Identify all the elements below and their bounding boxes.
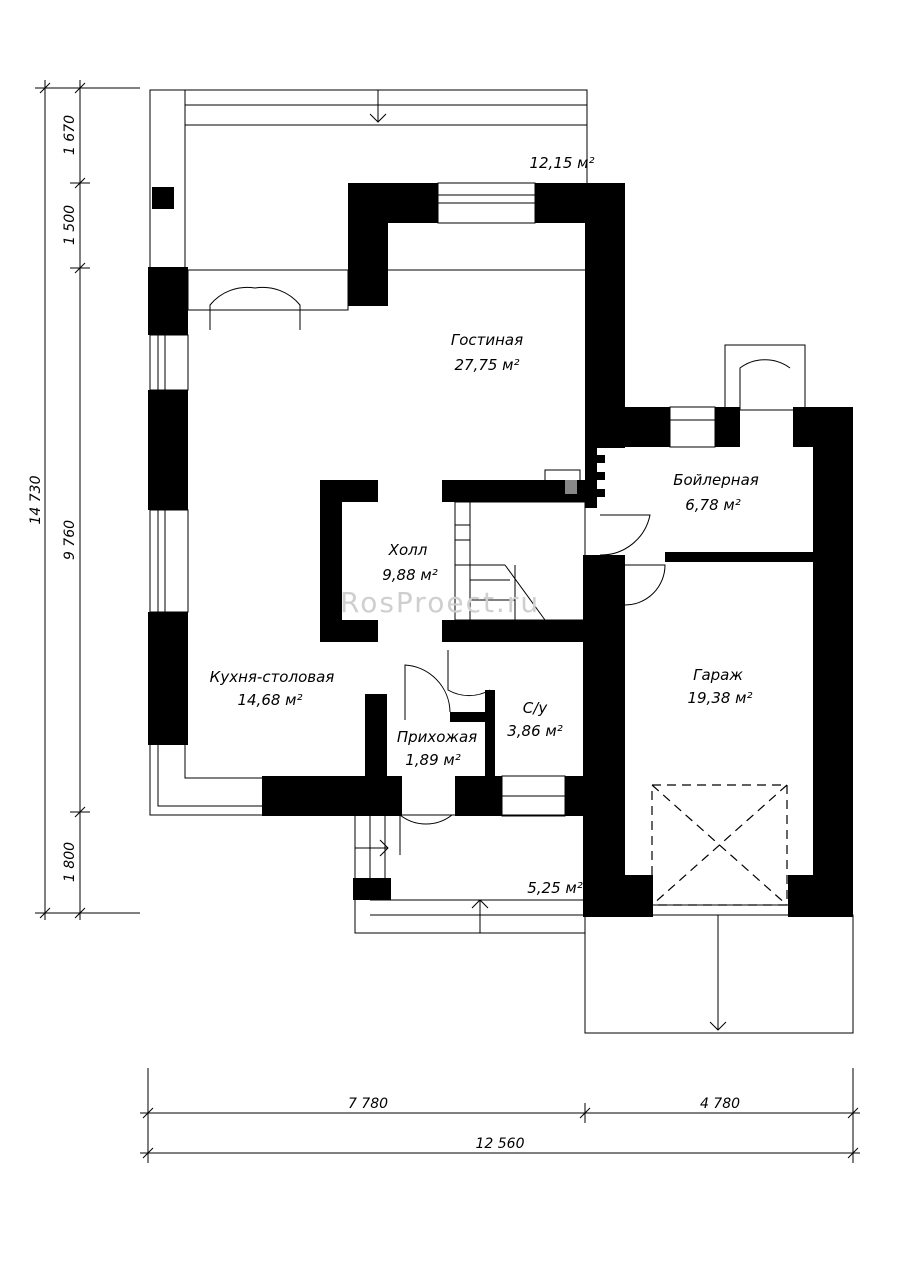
porch-area: 5,25 м²	[527, 879, 583, 897]
stair	[454, 501, 586, 621]
garage-pit	[625, 784, 813, 906]
dim-bottom-right: 4 780	[700, 1096, 740, 1112]
windows	[149, 182, 716, 817]
boiler-area: 6,78 м²	[685, 496, 741, 514]
living-area: 27,75 м²	[454, 356, 519, 374]
walls	[148, 183, 853, 917]
dim-bottom-left: 7 780	[348, 1096, 388, 1112]
bathroom-area: 3,86 м²	[507, 722, 563, 740]
entry-name: Прихожая	[397, 728, 477, 746]
vent-shafts	[372, 455, 605, 758]
bathroom-name: С/у	[523, 699, 549, 717]
living-name: Гостиная	[451, 331, 523, 349]
dim-left-d: 1 800	[62, 842, 78, 882]
dim-left-a: 1 670	[62, 115, 78, 155]
hall-name: Холл	[388, 541, 428, 559]
dim-left-outer: 14 730	[28, 475, 44, 524]
hall-area: 9,88 м²	[382, 566, 438, 584]
kitchen-name: Кухня-столовая	[210, 668, 335, 686]
column-block	[152, 187, 174, 209]
terrace-top-area: 12,15 м²	[529, 154, 594, 172]
garage-area: 19,38 м²	[687, 689, 752, 707]
dimensions-bottom: 7 780 4 780 12 560	[140, 1068, 860, 1163]
boiler-vestibule	[724, 344, 806, 411]
boiler-name: Бойлерная	[673, 471, 759, 489]
doors	[209, 286, 666, 855]
garage-apron	[584, 914, 854, 1034]
entry-area: 1,89 м²	[405, 751, 461, 769]
room-labels: 12,15 м² Гостиная 27,75 м² Бойлерная 6,7…	[210, 154, 759, 897]
garage-name: Гараж	[693, 666, 743, 684]
dimensions-left: 14 730 1 670 1 500 9 760 1 800	[28, 80, 140, 920]
watermark: RosProect.ru	[340, 586, 540, 619]
dim-bottom-total: 12 560	[476, 1136, 525, 1152]
kitchen-area: 14,68 м²	[237, 691, 302, 709]
dim-left-b: 1 500	[62, 205, 78, 245]
entry-porch	[353, 814, 586, 934]
dim-left-c: 9 760	[62, 520, 78, 560]
